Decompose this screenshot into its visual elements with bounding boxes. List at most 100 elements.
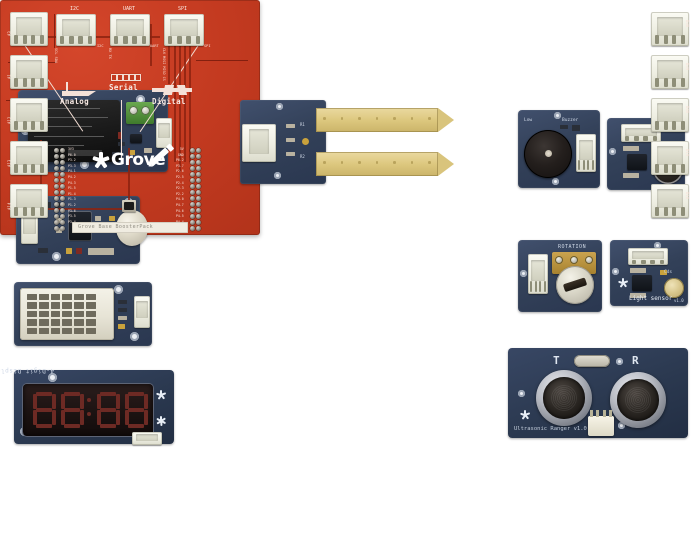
grove-connector[interactable]: [651, 98, 689, 132]
mount-hole: [554, 112, 561, 119]
pin-label: P3.2: [68, 158, 76, 163]
analog-arrow-stem: [66, 82, 68, 94]
grove-connector[interactable]: [10, 55, 48, 89]
port-uart[interactable]: UART RX TX UART: [108, 6, 159, 59]
pin-label: GND: [177, 152, 184, 157]
pin-label: P2.3: [176, 186, 184, 191]
light-sensor-silk-label: Light sensor: [629, 295, 673, 302]
grove-connector[interactable]: [10, 141, 48, 175]
grove-connector[interactable]: [56, 14, 96, 46]
grove-connector[interactable]: [110, 14, 150, 46]
grove-connector[interactable]: [576, 134, 596, 172]
port-a14[interactable]: A14: [3, 184, 49, 222]
board-bottom-silk-plate: [72, 222, 188, 233]
pin-label: P3.3: [68, 163, 76, 168]
port-a3[interactable]: A3: [3, 12, 49, 50]
smd-resistor: [286, 124, 295, 128]
port-label: UART: [123, 6, 136, 12]
sensor-vent-grid: [27, 294, 96, 334]
grove-connector[interactable]: [628, 248, 668, 265]
silk-label: R1: [300, 122, 305, 127]
port-d38[interactable]: D38: [651, 12, 697, 50]
moisture-prong-upper-tip: [438, 108, 454, 132]
silk-part-label: Cds: [664, 270, 673, 275]
serial-label: Serial: [109, 83, 138, 92]
port-d40[interactable]: D40: [651, 98, 697, 136]
pin-label: P1.3: [68, 197, 76, 202]
grove-connector[interactable]: [651, 12, 689, 46]
pcb-trace: [189, 30, 191, 162]
analog-wave-icon: [62, 91, 96, 96]
smd-led: [66, 248, 72, 254]
port-i2c[interactable]: I2C SCL SDA I2C: [54, 6, 104, 63]
grove-connector[interactable]: [651, 55, 689, 89]
grove-connector[interactable]: [528, 254, 548, 294]
pin-label: P4.1: [68, 169, 76, 174]
crystal-oscillator: [574, 355, 610, 367]
grove-connector[interactable]: [156, 118, 172, 148]
port-a1[interactable]: A1: [3, 55, 49, 93]
transducer-label-t: T: [553, 354, 560, 367]
dht-sensor-housing: [20, 288, 114, 340]
light-sensor-version-label: v1.0: [674, 298, 684, 303]
port-label: D19: [685, 149, 690, 157]
port-a12[interactable]: A12: [3, 98, 49, 136]
grove-connector[interactable]: [21, 212, 38, 244]
port-a13[interactable]: A13: [3, 141, 49, 179]
module-temperature-humidity-sensor[interactable]: [14, 282, 152, 346]
buzzer-vent-hole: [544, 150, 552, 158]
module-rotary-angle-sensor[interactable]: ROTATION: [518, 240, 602, 312]
smd-resistor-array: [630, 268, 646, 273]
piezo-buzzer: [524, 130, 572, 178]
digital-pulse-step: [176, 85, 188, 95]
pcb-trace: [40, 140, 42, 210]
seeed-logo-icon: [519, 410, 531, 420]
grove-connector[interactable]: [242, 124, 276, 162]
pcb-trace: [128, 148, 130, 210]
port-side-label: UART: [150, 44, 159, 48]
seeed-logo-icon: [617, 278, 629, 288]
grove-connector[interactable]: [134, 296, 150, 328]
grove-connector[interactable]: [10, 184, 48, 218]
connector-pins: [590, 410, 612, 417]
digital-label: Digital: [152, 97, 186, 106]
center-smd-ic: [124, 202, 134, 210]
pin-label: P3.6: [68, 208, 76, 213]
smd-resistor: [286, 152, 295, 156]
seven-segment-digit: [95, 392, 121, 428]
ultrasonic-transmitter: [536, 370, 592, 426]
right-pin-header[interactable]: [190, 148, 201, 231]
prong-pads: [323, 117, 431, 120]
module-light-sensor[interactable]: Cds Light sensor v1.0: [610, 240, 688, 306]
grove-connector[interactable]: [588, 416, 614, 436]
grove-connector[interactable]: [10, 98, 48, 132]
port-pin-label: SCL SDA: [54, 48, 58, 64]
port-spi[interactable]: SPI CLK MOSI MISO CS SPI: [162, 6, 216, 81]
grove-base-boosterpack[interactable]: I2C SCL SDA I2C UART RX TX UART SPI CLK: [0, 0, 690, 235]
grove-connector[interactable]: [132, 432, 162, 445]
rotary-knob[interactable]: [556, 266, 594, 304]
pin-label: P6.2: [176, 158, 184, 163]
module-ultrasonic-ranger[interactable]: T R Ultrasonic Ranger v1.0: [508, 348, 688, 438]
grove-connector[interactable]: [10, 12, 48, 46]
smd-diode: [144, 148, 152, 153]
module-four-digit-display[interactable]: 4-Digit Display: [0, 367, 174, 445]
seven-segment-digit: [31, 392, 57, 428]
module-moisture-sensor[interactable]: R1 R2: [240, 100, 456, 184]
smd-resistor-array: [623, 146, 639, 151]
digital-group: Digital: [152, 84, 208, 108]
grove-connector[interactable]: [651, 141, 689, 175]
port-d19[interactable]: D19: [651, 141, 697, 179]
transducer-label-r: R: [632, 354, 639, 367]
analog-label: Analog: [60, 97, 89, 106]
grove-connector[interactable]: [651, 184, 689, 218]
port-d39[interactable]: D39: [651, 55, 697, 93]
left-pin-header[interactable]: [54, 148, 65, 231]
moisture-prong-lower-tip: [438, 152, 454, 176]
port-pin-label: CLK MOSI MISO CS: [162, 48, 166, 81]
grove-connector[interactable]: [164, 14, 204, 46]
right-pin-labels: 5V GND P6.2 P3.7 P2.6 P2.5 P2.4 P2.3 P2.…: [176, 147, 184, 225]
port-d18[interactable]: D18: [651, 184, 697, 222]
module-buzzer[interactable]: Low Buzzer: [518, 110, 600, 188]
smd-led: [130, 150, 135, 155]
